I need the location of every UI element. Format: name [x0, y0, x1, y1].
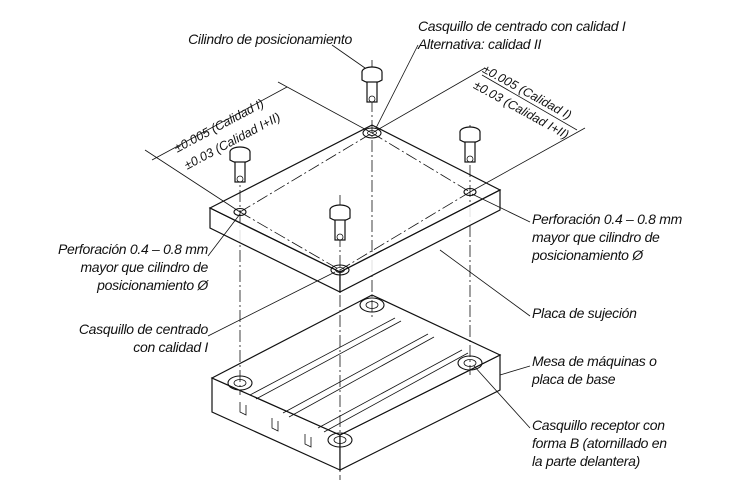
dimension-lines: [144, 67, 586, 213]
clamping-plate: [208, 124, 502, 293]
receiver-bushing-line-1: Casquillo receptor con: [532, 417, 665, 433]
label-machine-table: Mesa de máquinas o placa de base: [532, 352, 657, 388]
centering-bushing-line-1: Casquillo de centrado: [78, 321, 208, 337]
machine-table-line-1: Mesa de máquinas o: [532, 353, 657, 369]
leader-lines: [207, 44, 531, 429]
receiver-bushing-line-3: la parte delantera): [532, 453, 640, 469]
machine-table: [210, 294, 502, 471]
label-positioning-pin: Cilindro de posicionamiento: [188, 31, 352, 47]
bore-right-line-1: Perforación 0.4 – 0.8 mm: [532, 211, 682, 227]
bore-left-line-3: posicionamiento Ø: [97, 277, 208, 293]
receiver-bushing-line-2: forma B (atornillado en: [532, 435, 667, 451]
bore-right-line-2: mayor que cilindro de: [532, 229, 660, 245]
bore-right-line-3: posicionamiento Ø: [532, 247, 643, 263]
label-bore-right: Perforación 0.4 – 0.8 mm mayor que cilin…: [532, 210, 682, 264]
label-centering-bushing-quality: Casquillo de centrado con calidad I: [418, 18, 626, 34]
label-centering-bushing: Casquillo de centrado con calidad I: [79, 320, 208, 356]
positioning-pins: [229, 66, 481, 241]
label-receiver-bushing: Casquillo receptor con forma B (atornill…: [532, 416, 667, 470]
centering-bushing-line-2: con calidad I: [133, 339, 208, 355]
label-bore-left: Perforación 0.4 – 0.8 mm mayor que cilin…: [58, 240, 208, 294]
label-alternative-quality: Alternativa: calidad II: [418, 36, 542, 52]
bore-left-line-1: Perforación 0.4 – 0.8 mm: [58, 241, 208, 257]
label-clamping-plate: Placa de sujeción: [532, 305, 637, 321]
bore-left-line-2: mayor que cilindro de: [80, 259, 208, 275]
machine-table-line-2: placa de base: [532, 371, 616, 387]
